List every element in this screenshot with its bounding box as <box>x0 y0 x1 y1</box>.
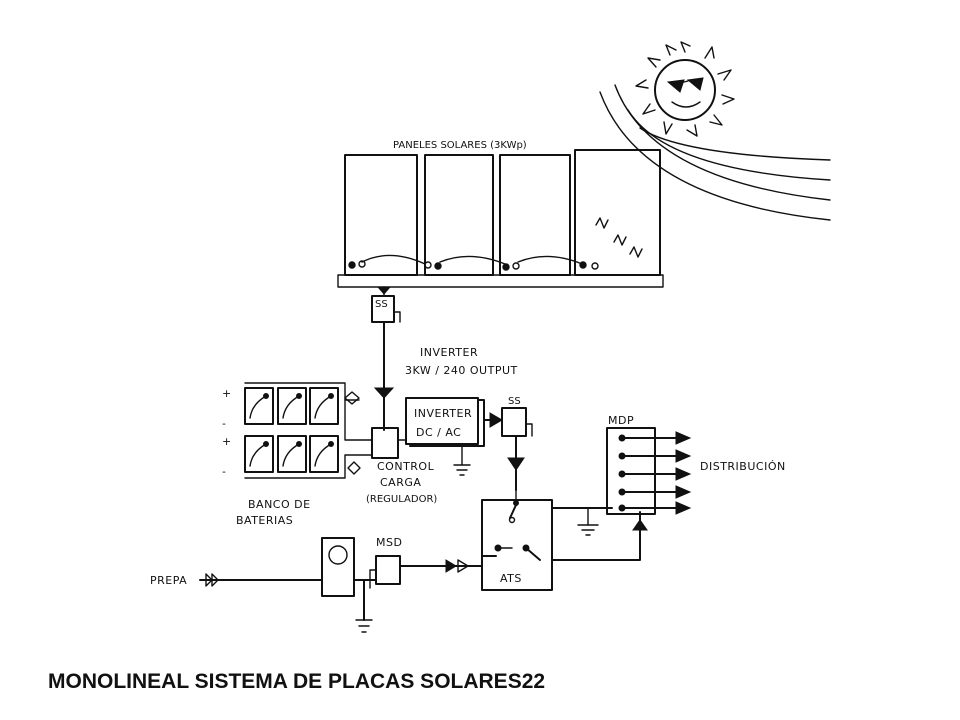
mdp-label: MDP <box>608 414 634 427</box>
distribution-feeders <box>618 431 692 515</box>
mdp-panel <box>606 427 656 515</box>
meter-icon <box>321 537 355 597</box>
battery-bank <box>244 382 373 479</box>
ss-top-label: SS <box>375 299 388 310</box>
battery-plus-2: + <box>222 435 232 448</box>
prepa-label: PREPA <box>150 574 187 587</box>
diagram-caption: MONOLINEAL SISTEMA DE PLACAS SOLARES22 <box>48 670 546 693</box>
inverter-heading-2: 3KW / 240 OUTPUT <box>405 364 518 377</box>
ats-label: ATS <box>500 572 522 585</box>
battery-minus-2: - <box>222 465 226 478</box>
control-label-3: (REGULADOR) <box>366 494 437 505</box>
battery-label-1: BANCO DE <box>248 498 311 511</box>
battery-label-2: BATERIAS <box>236 514 293 527</box>
sun-rays-arcs <box>599 84 831 221</box>
charge-controller <box>371 427 399 459</box>
ground-icon <box>453 445 471 476</box>
msd-disconnect <box>369 555 401 589</box>
inverter-box-label-2: DC / AC <box>416 426 461 439</box>
arrow-icon <box>373 387 395 399</box>
panels-label: PANELES SOLARES (3KWp) <box>393 140 527 151</box>
inverter-heading-1: INVERTER <box>420 346 478 359</box>
ss-right-label: SS <box>508 396 521 407</box>
ground-icon <box>577 507 599 536</box>
ss-right-disconnect <box>501 407 533 437</box>
distribution-label: DISTRIBUCIÓN <box>700 460 786 473</box>
control-label-2: CARGA <box>380 476 421 489</box>
solar-panels <box>337 149 664 288</box>
sun-icon <box>635 41 735 137</box>
ground-icon <box>355 619 373 633</box>
inverter-box <box>405 397 479 445</box>
msd-label: MSD <box>376 536 402 549</box>
battery-plus-1: + <box>222 387 232 400</box>
inverter-box-label-1: INVERTER <box>414 407 472 420</box>
control-label-1: CONTROL <box>377 460 435 473</box>
battery-minus-1: - <box>222 417 226 430</box>
ats-switch <box>481 489 553 591</box>
